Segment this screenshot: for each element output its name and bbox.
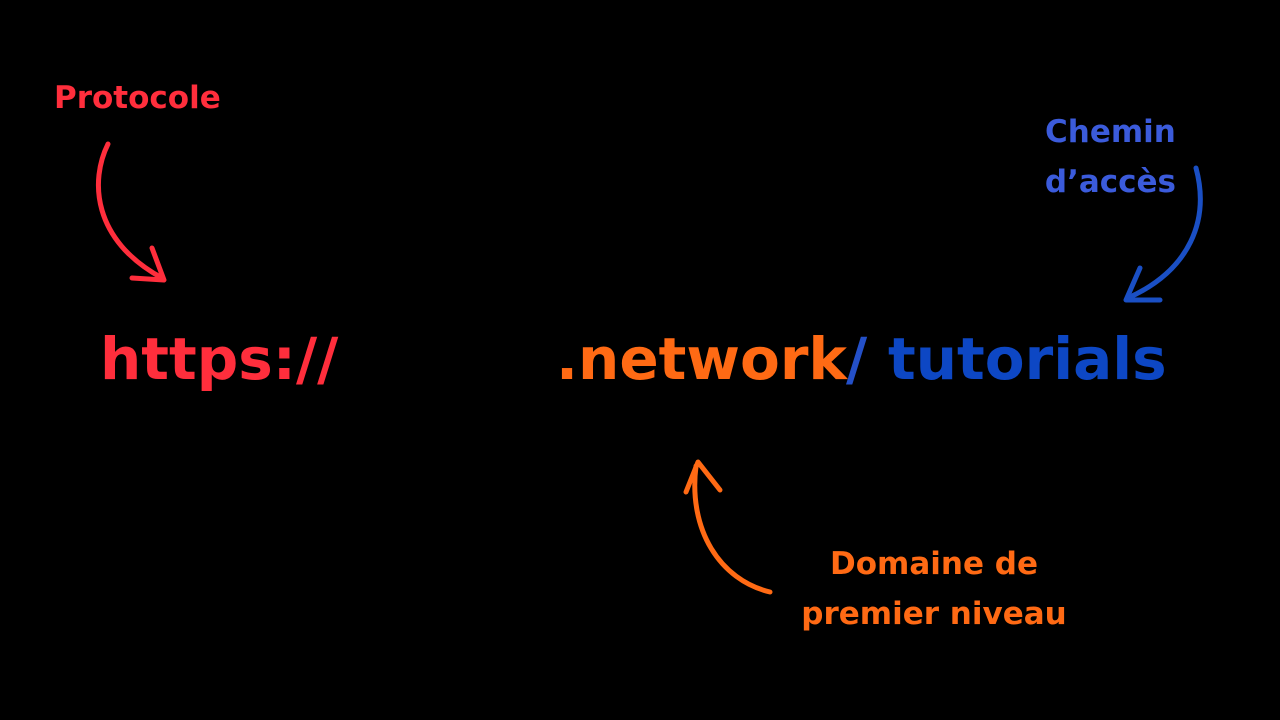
url-domain: .network (556, 325, 847, 393)
tld-label-line1: Domaine de (830, 546, 1038, 582)
tld-label: Domaine de premier niveau (778, 540, 1090, 639)
path-arrow-icon (1123, 165, 1203, 303)
protocol-arrow-icon (96, 141, 167, 283)
tld-arrow-icon (683, 459, 773, 595)
protocol-label: Protocole (54, 80, 221, 116)
path-label-line2: d’accès (1044, 163, 1176, 200)
path-label: Chemin d’accès (1045, 108, 1176, 207)
url-path: tutorials (888, 325, 1167, 393)
url-protocol: https:// (100, 325, 339, 393)
url-separator: / (846, 325, 868, 393)
tld-label-line2: premier niveau (801, 595, 1067, 632)
path-label-line1: Chemin (1045, 114, 1176, 150)
